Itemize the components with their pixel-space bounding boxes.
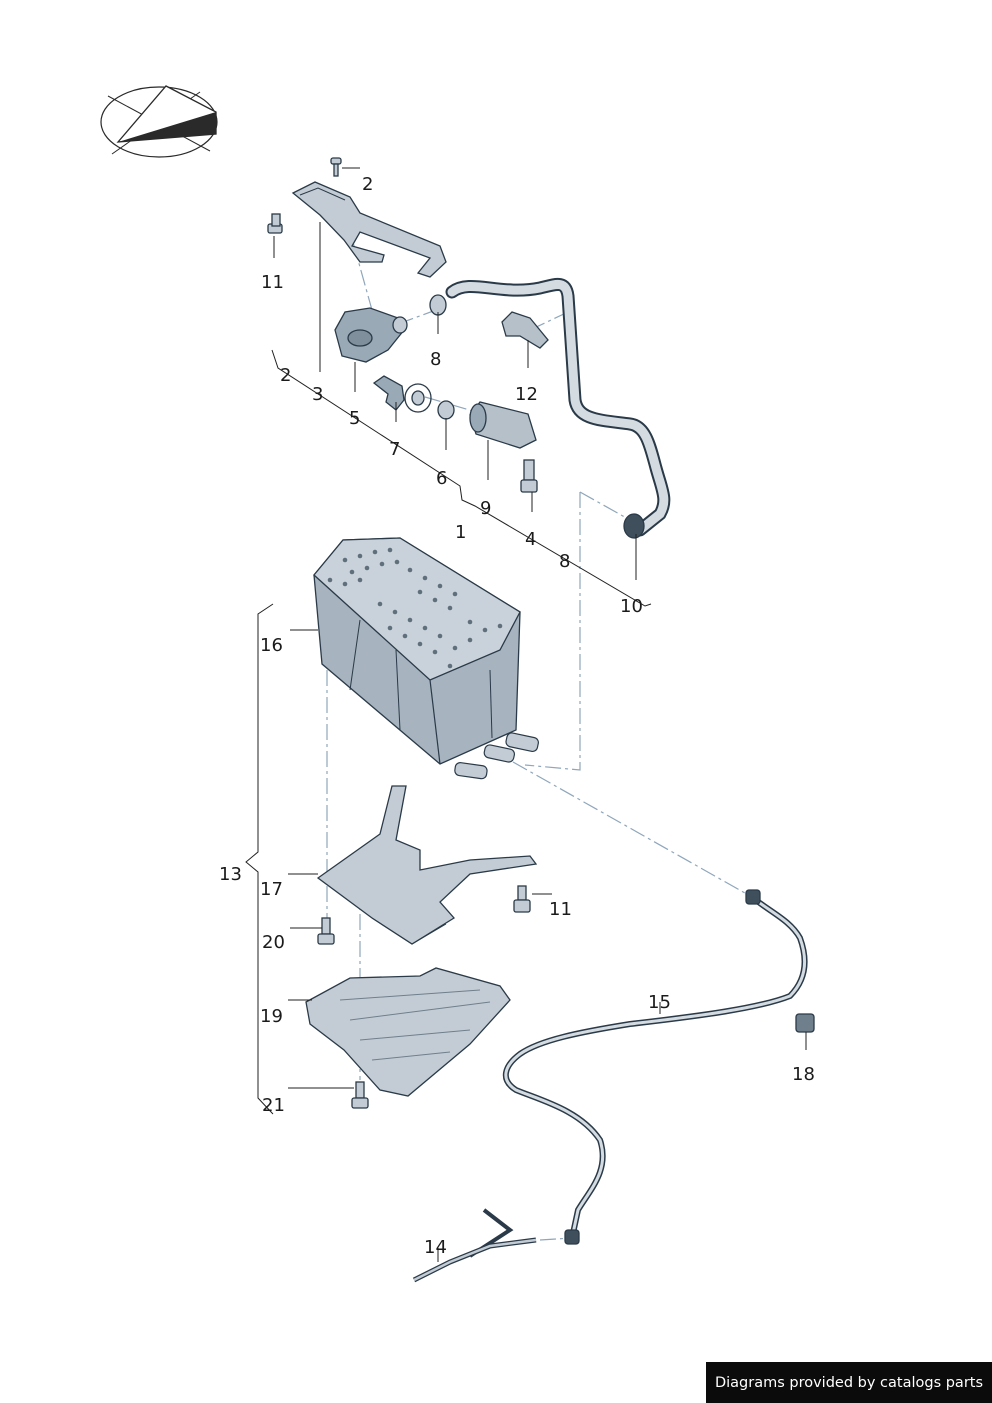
hose-clamp-middle xyxy=(437,400,455,420)
callout-20: 20 xyxy=(262,932,285,953)
hose-clip xyxy=(501,311,549,349)
group-brace xyxy=(245,603,274,1115)
heat-shield xyxy=(305,967,511,1097)
callout-15: 15 xyxy=(648,992,671,1013)
canister-bracket xyxy=(316,785,538,945)
callout-6: 6 xyxy=(436,468,447,489)
callout-9: 9 xyxy=(480,498,491,519)
callout-1: 1 xyxy=(455,522,466,543)
callout-labels: 2 11 8 12 2 3 5 7 6 9 1 4 8 10 16 13 17 … xyxy=(219,174,815,1258)
callout-5: 5 xyxy=(349,408,360,429)
callout-2-diag: 2 xyxy=(280,365,291,386)
screw-bracket xyxy=(317,917,335,945)
orientation-arrow-icon xyxy=(100,85,218,158)
callout-16: 16 xyxy=(260,635,283,656)
callout-3: 3 xyxy=(312,384,323,405)
callout-13: 13 xyxy=(219,864,242,885)
filter-canister-small xyxy=(469,401,537,449)
bolt-filter xyxy=(520,459,538,493)
carbon-canister xyxy=(313,537,539,780)
callout-4: 4 xyxy=(525,529,536,550)
callout-11-top: 11 xyxy=(261,272,284,293)
screw-upper-left xyxy=(267,213,283,234)
callout-17: 17 xyxy=(260,879,283,900)
callout-18: 18 xyxy=(792,1064,815,1085)
callout-7: 7 xyxy=(389,439,400,460)
cable-clip xyxy=(795,1013,815,1033)
o-ring xyxy=(404,383,432,413)
elbow-connector xyxy=(372,375,405,411)
callout-19: 19 xyxy=(260,1006,283,1027)
callout-10: 10 xyxy=(620,596,643,617)
connector-pigtail xyxy=(412,1208,537,1283)
callout-21: 21 xyxy=(262,1095,285,1116)
vent-hose xyxy=(445,278,671,539)
screw-heat-shield xyxy=(351,1081,369,1109)
callout-2-top: 2 xyxy=(362,174,373,195)
bracket-valve xyxy=(291,181,447,278)
leader-lines xyxy=(271,167,807,1262)
callout-12: 12 xyxy=(515,384,538,405)
wiring-harness xyxy=(503,889,808,1245)
callout-11-low: 11 xyxy=(549,899,572,920)
purge-valve xyxy=(334,307,408,363)
callout-8-top: 8 xyxy=(430,349,441,370)
callout-14: 14 xyxy=(424,1237,447,1258)
screw-lower-right xyxy=(513,885,531,913)
credit-banner: Diagrams provided by catalogs parts xyxy=(706,1362,992,1403)
callout-8-diag: 8 xyxy=(559,551,570,572)
screw-top xyxy=(330,157,342,177)
